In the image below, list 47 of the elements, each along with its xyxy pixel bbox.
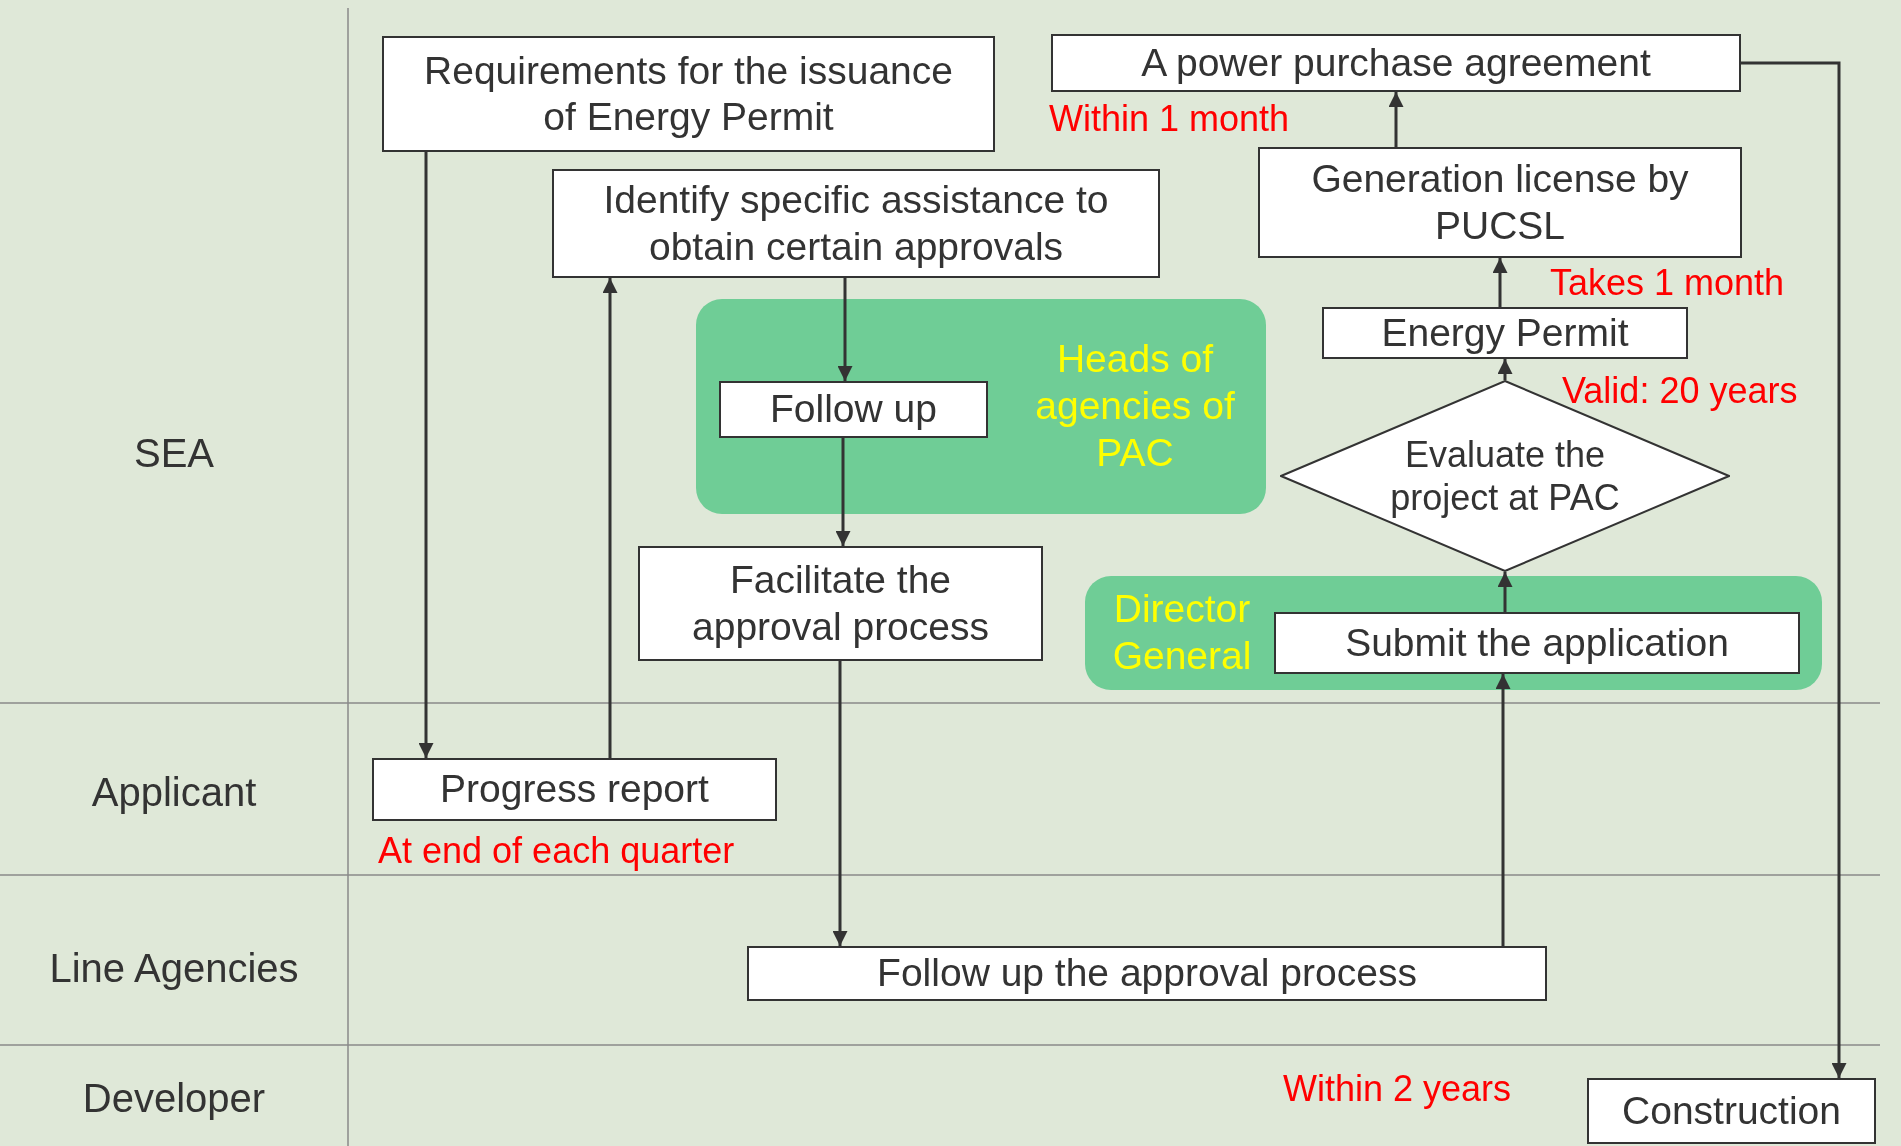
step-text: Follow up the approval process bbox=[877, 950, 1417, 997]
timing-note: Within 2 years bbox=[1283, 1068, 1512, 1110]
arrow bbox=[1492, 258, 1508, 307]
step-text: Requirements for the issuance of Energy Permit bbox=[423, 48, 954, 140]
step-text: Evaluate the project at PAC bbox=[1389, 432, 1621, 520]
process-box bbox=[372, 758, 777, 821]
step-text: Submit the application bbox=[1345, 620, 1729, 666]
lane-label: Applicant bbox=[90, 770, 258, 815]
process-box bbox=[382, 36, 995, 152]
process-box bbox=[1258, 147, 1742, 258]
process-box bbox=[1051, 34, 1741, 92]
group-panel bbox=[1085, 576, 1822, 690]
arrow bbox=[835, 438, 851, 546]
step-text: Follow up bbox=[770, 386, 937, 433]
arrow bbox=[1388, 92, 1404, 147]
step-text: Generation license by PUCSL bbox=[1310, 156, 1690, 249]
process-box bbox=[638, 546, 1043, 661]
timing-note: Takes 1 month bbox=[1550, 262, 1785, 304]
process-box bbox=[747, 946, 1547, 1001]
step-text: Progress report bbox=[440, 766, 709, 813]
group-label: Heads of agencies of PAC bbox=[1034, 336, 1236, 476]
group-panel bbox=[696, 299, 1266, 514]
process-box bbox=[1322, 307, 1688, 359]
arrow bbox=[418, 152, 434, 758]
timing-note: Valid: 20 years bbox=[1562, 370, 1798, 412]
timing-note: Within 1 month bbox=[1049, 98, 1290, 140]
timing-note: At end of each quarter bbox=[378, 830, 735, 872]
group-label: Director General bbox=[1111, 586, 1253, 679]
lane-label: Developer bbox=[81, 1076, 267, 1121]
arrow bbox=[1497, 572, 1513, 612]
arrow bbox=[1495, 674, 1511, 946]
step-text: Facilitate the approval process bbox=[691, 557, 990, 650]
arrow bbox=[837, 278, 853, 381]
step-text: A power purchase agreement bbox=[1141, 40, 1651, 86]
process-box bbox=[552, 169, 1160, 278]
process-box bbox=[1274, 612, 1800, 674]
process-box bbox=[1587, 1078, 1876, 1144]
lane-label: SEA bbox=[132, 431, 215, 476]
step-text: Construction bbox=[1622, 1088, 1841, 1134]
step-text: Identify specific assistance to obtain certain approvals bbox=[602, 177, 1110, 270]
lane-label: Line Agencies bbox=[48, 946, 300, 991]
arrow bbox=[832, 661, 848, 946]
arrow bbox=[1497, 359, 1513, 380]
arrow bbox=[1741, 61, 1847, 1078]
process-box bbox=[719, 381, 988, 438]
arrow bbox=[602, 278, 618, 758]
step-text: Energy Permit bbox=[1381, 310, 1629, 356]
